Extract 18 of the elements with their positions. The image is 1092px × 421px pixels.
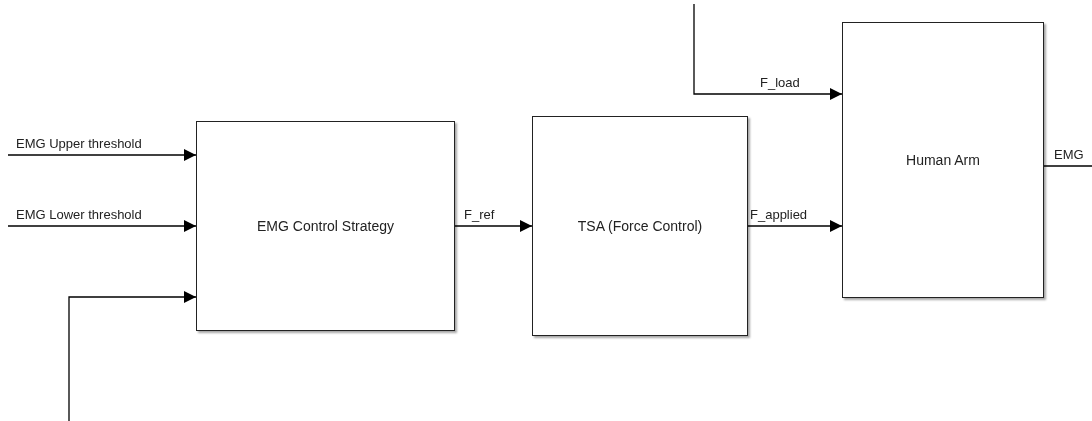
process-block <box>196 121 455 331</box>
signal-label: F_applied <box>750 207 808 222</box>
arrow <box>7 220 197 232</box>
arrow <box>747 220 843 232</box>
signal-label: F_ref <box>464 207 495 222</box>
block-label: TSA (Force Control) <box>576 218 704 234</box>
signal-label: EMG Upper threshold <box>16 136 142 151</box>
process-block <box>532 116 748 336</box>
block-label: EMG Control Strategy <box>256 218 395 234</box>
arrow <box>68 291 197 421</box>
arrow <box>693 3 843 100</box>
signal-label: EMG <box>1054 147 1084 162</box>
signal-label: F_load <box>760 75 800 90</box>
arrow <box>7 149 197 161</box>
arrow <box>454 220 533 232</box>
signal-label: EMG Lower threshold <box>16 207 142 222</box>
block-label: Human Arm <box>905 152 981 168</box>
process-block <box>842 22 1044 298</box>
